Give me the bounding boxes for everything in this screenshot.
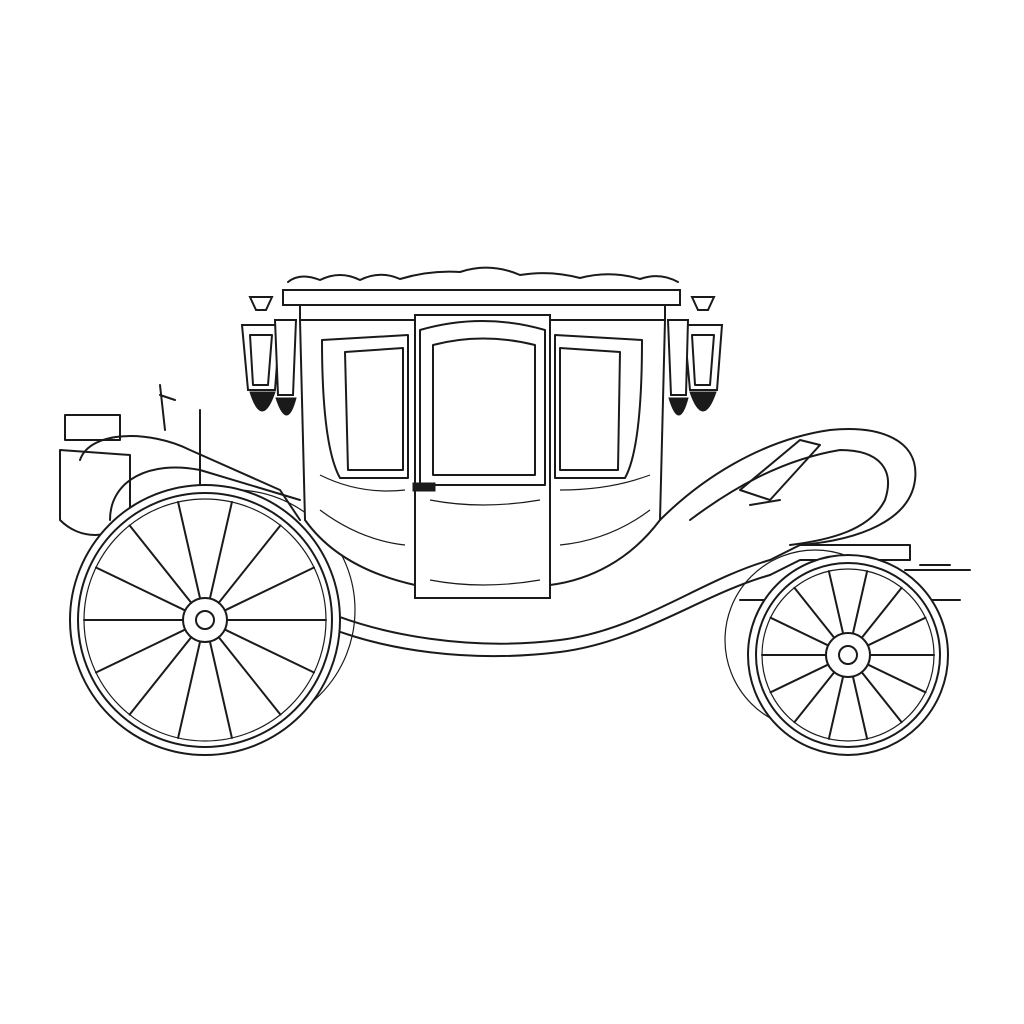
wheel-spoke <box>216 634 282 716</box>
left-lamp <box>240 296 298 416</box>
wheel-spoke <box>859 669 903 724</box>
wheel-hub <box>182 597 228 643</box>
carriage-body <box>282 266 681 599</box>
wheel-spoke <box>859 586 903 641</box>
wheel-spoke <box>94 566 188 613</box>
wheel-spoke <box>208 638 233 739</box>
right-window-frame <box>554 334 643 479</box>
wheel-rim <box>77 492 333 748</box>
right-window <box>559 347 621 471</box>
left-window <box>344 347 404 471</box>
wheel-hub-cap <box>195 610 215 630</box>
door <box>414 314 551 599</box>
door-window <box>432 337 536 476</box>
wheel-rim <box>755 562 941 748</box>
wheel-spoke <box>769 616 831 648</box>
wheel-spoke <box>827 570 845 637</box>
door-window-frame <box>419 320 546 486</box>
wheel-spoke <box>793 669 837 724</box>
wheel-spoke <box>222 627 316 674</box>
wheel-spoke <box>128 634 194 716</box>
brake-lever <box>739 439 821 506</box>
wheel-spoke <box>865 662 927 694</box>
wheel-hub-cap <box>838 645 858 665</box>
right-panel <box>549 319 667 587</box>
wheel-spoke <box>177 638 202 739</box>
roof-crest <box>287 266 679 283</box>
left-window-frame <box>321 334 409 479</box>
wheel-spoke <box>94 627 188 674</box>
wheel-hub <box>825 632 871 678</box>
roof <box>282 289 681 306</box>
wheel-spoke <box>216 524 282 606</box>
wheel-spoke <box>208 501 233 602</box>
rear-wheel <box>69 484 341 756</box>
right-lamp <box>666 296 724 416</box>
wheel-spoke <box>222 566 316 613</box>
wheel-spoke <box>827 673 845 740</box>
wheel-spoke <box>851 673 869 740</box>
wheel-spoke <box>177 501 202 602</box>
wheel-spoke <box>865 616 927 648</box>
door-handle <box>412 482 436 492</box>
wheel-spoke <box>793 586 837 641</box>
wheel-spoke <box>769 662 831 694</box>
front-wheel <box>747 554 949 756</box>
wheel-spoke <box>128 524 194 606</box>
wheel-spoke <box>851 570 869 637</box>
